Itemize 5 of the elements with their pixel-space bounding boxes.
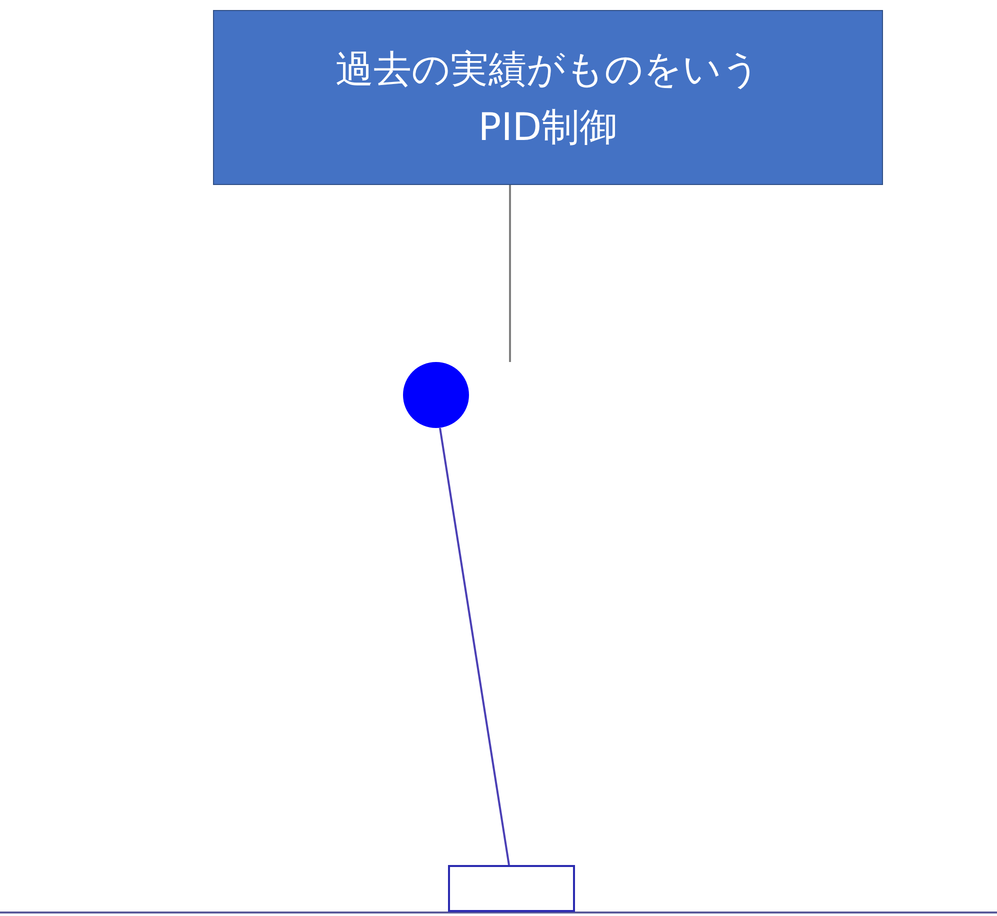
pendulum-ball	[403, 362, 469, 428]
reference-line	[509, 185, 511, 362]
title-box: 過去の実績がものをいう PID制御	[213, 10, 883, 185]
pendulum-rod	[439, 428, 510, 866]
cart-box	[448, 865, 575, 912]
